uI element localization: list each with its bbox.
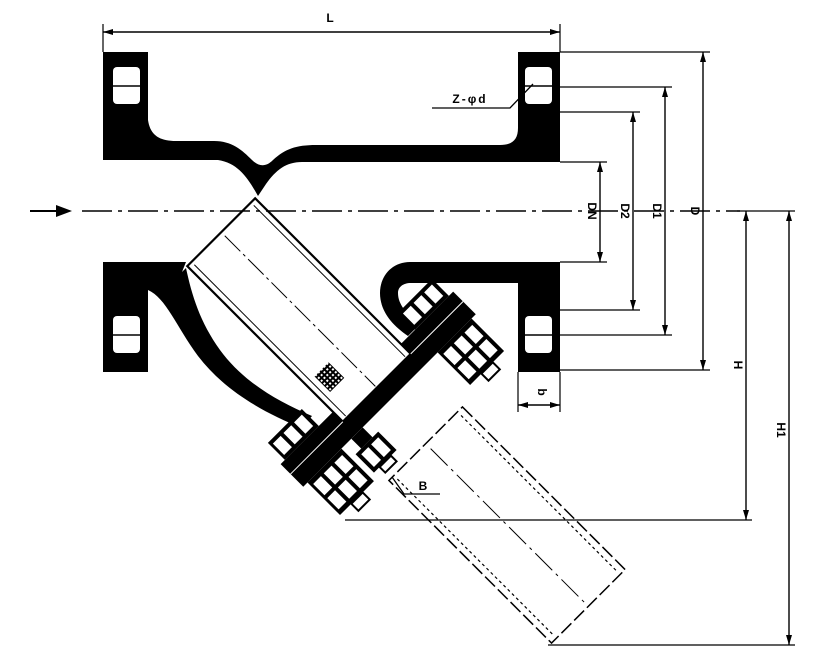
dimension-L: L (102, 11, 561, 52)
body-flange-right (400, 291, 464, 354)
label-L: L (326, 11, 333, 25)
strainer-screen (185, 196, 413, 424)
leader-bolt-holes: Z-φd (432, 83, 534, 109)
dimension-DN: DN (585, 162, 603, 262)
dimension-b: b (517, 372, 561, 412)
label-B: B (419, 479, 428, 493)
lower-right-housing (380, 262, 518, 336)
leader-B: B (391, 476, 440, 495)
mesh-patch (314, 362, 345, 393)
drain-plug (351, 427, 398, 475)
label-H1: H1 (774, 422, 788, 438)
lower-left-housing (148, 262, 312, 428)
bolt-left (267, 408, 374, 516)
removal-axis (430, 448, 586, 604)
dimension-H: H (345, 210, 795, 521)
label-H: H (731, 361, 745, 370)
dimension-H1: H1 (548, 211, 795, 646)
cover-plate (290, 301, 476, 487)
bolt-right (397, 278, 505, 385)
dimension-D1: D1 (650, 87, 668, 335)
dimension-D: D (688, 52, 706, 370)
label-DN: DN (585, 202, 599, 219)
body-flange-left (280, 411, 343, 475)
label-D1: D1 (650, 203, 664, 219)
arrow-right-icon (30, 205, 72, 217)
label-D: D (688, 207, 702, 216)
valve-body (103, 52, 560, 428)
label-b: b (535, 388, 549, 395)
label-D2: D2 (618, 203, 632, 219)
screen-removal-outline (387, 405, 627, 645)
label-Z-phi-d: Z-φd (452, 92, 487, 106)
screen-axis (224, 235, 376, 387)
top-wall (148, 120, 518, 196)
flange-extension-lines (560, 51, 710, 371)
dimension-D2: D2 (618, 112, 636, 310)
cover-assembly (267, 278, 505, 516)
